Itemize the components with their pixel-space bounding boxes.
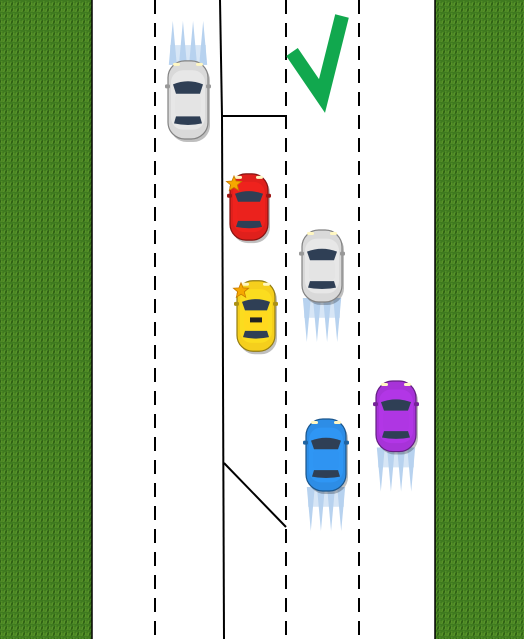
car-yellow bbox=[232, 280, 278, 355]
rear-window bbox=[174, 116, 202, 125]
taxi-sign bbox=[250, 317, 262, 323]
rear-window bbox=[312, 470, 340, 479]
grass-left bbox=[0, 0, 92, 639]
windshield bbox=[381, 399, 411, 411]
windshield bbox=[173, 81, 203, 94]
car-purple bbox=[373, 380, 419, 492]
star-icon bbox=[232, 281, 250, 299]
car-red bbox=[225, 173, 271, 244]
grass-right bbox=[435, 0, 524, 639]
windshield bbox=[307, 248, 337, 261]
windshield bbox=[311, 437, 341, 450]
cars-layer bbox=[165, 20, 419, 531]
windshield bbox=[242, 299, 270, 311]
car-silver-middle bbox=[299, 229, 345, 342]
rear-window bbox=[236, 220, 262, 229]
check-mark-icon bbox=[286, 14, 349, 113]
rear-window bbox=[243, 330, 269, 339]
exhaust-trail bbox=[302, 298, 342, 342]
car-blue bbox=[303, 418, 349, 531]
exhaust-trail bbox=[376, 447, 416, 492]
rear-window bbox=[382, 431, 410, 439]
star-icon bbox=[225, 174, 243, 192]
exhaust-trail bbox=[306, 487, 346, 531]
windshield bbox=[235, 191, 263, 202]
exhaust-trail bbox=[168, 20, 208, 65]
car-silver-top bbox=[165, 20, 211, 142]
rear-window bbox=[308, 281, 336, 290]
merge-lane-outline bbox=[219, 0, 287, 639]
